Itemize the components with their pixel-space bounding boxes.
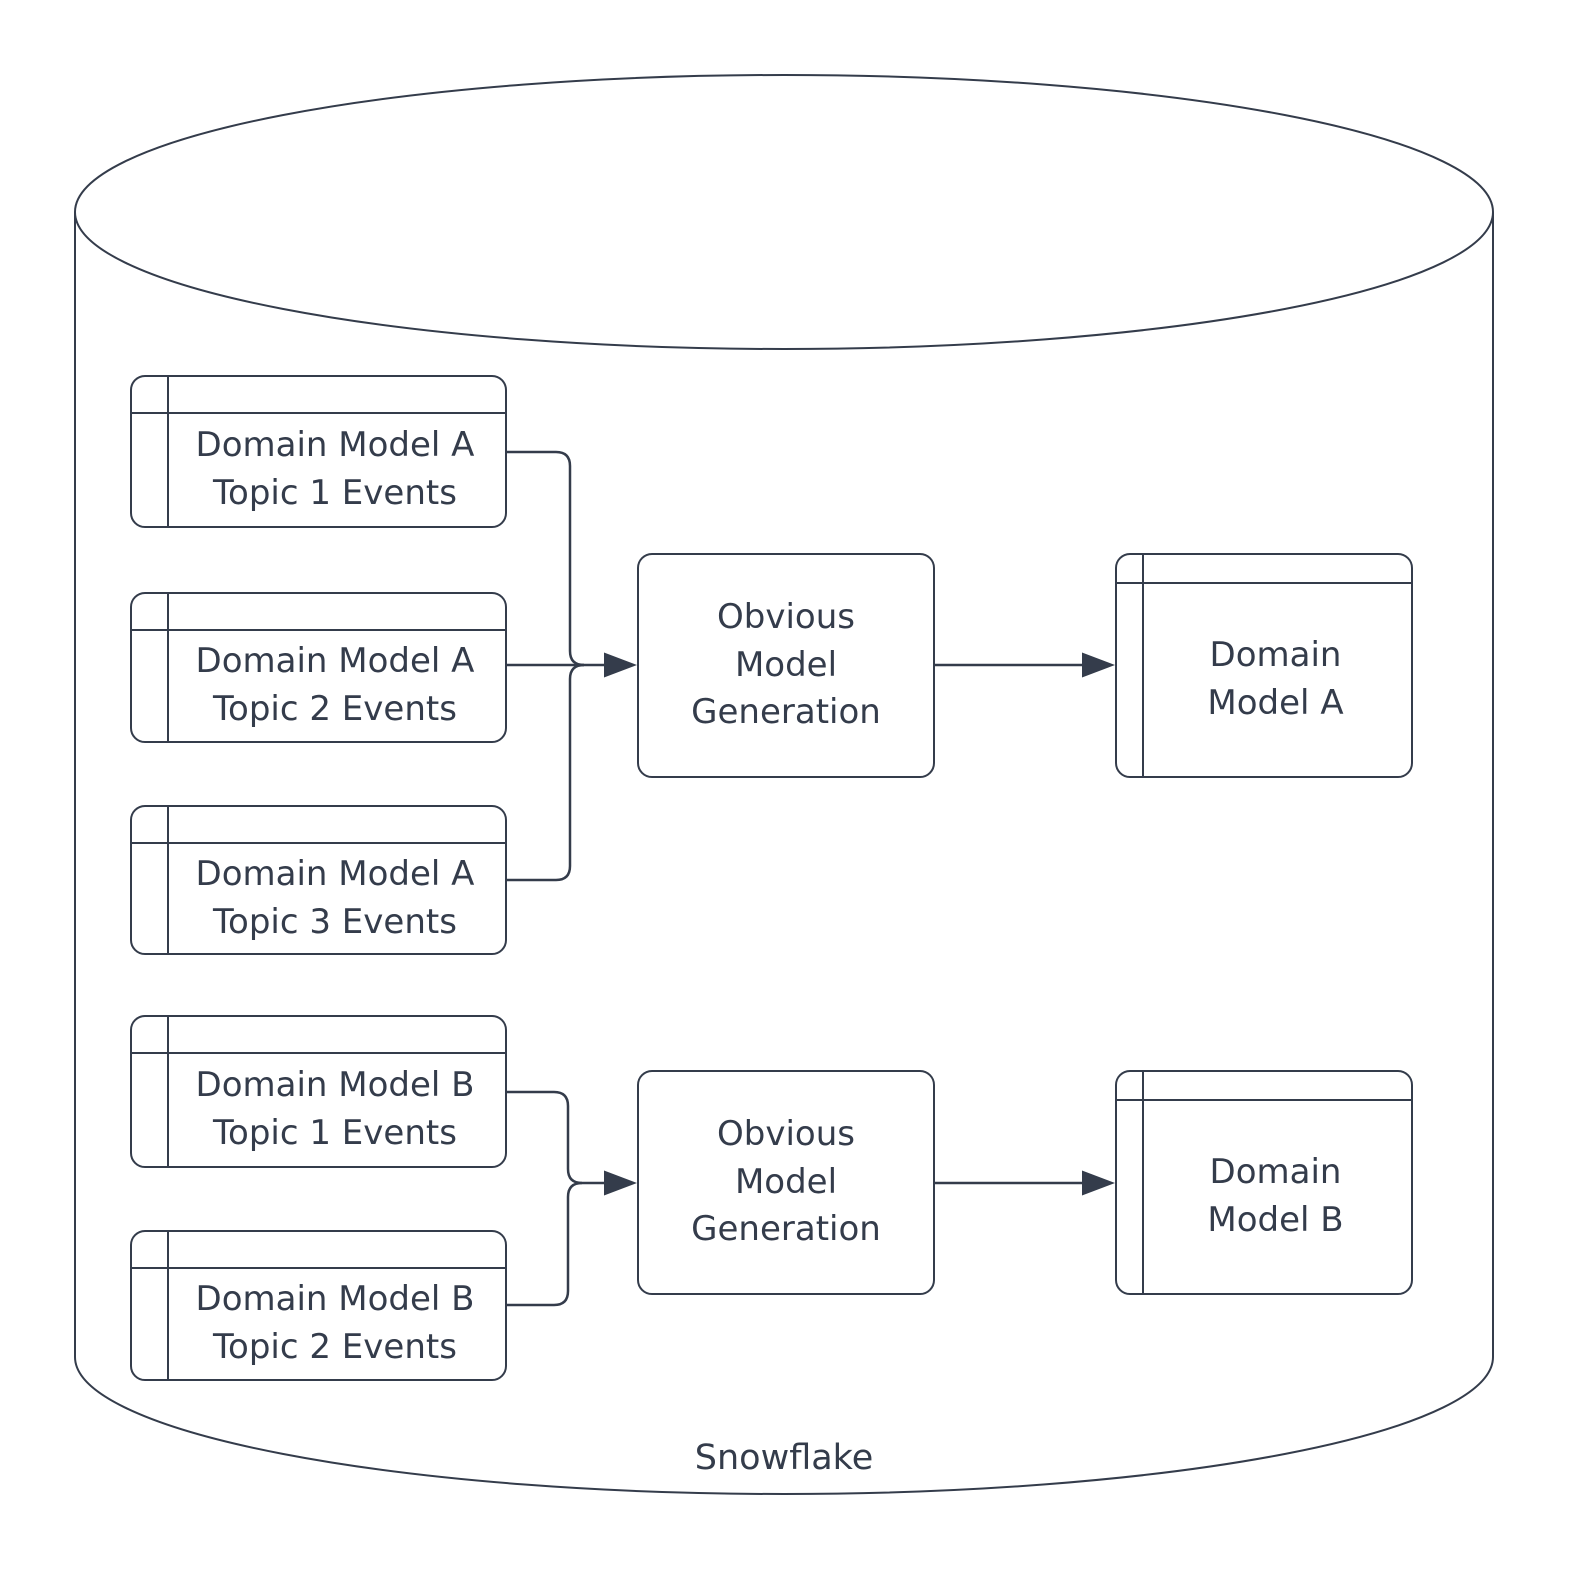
node-label: Domain Model B Topic 1 Events	[195, 1065, 475, 1153]
arrowhead-b-into-process	[604, 1170, 637, 1196]
table-column-divider	[167, 1232, 169, 1379]
node-domain-model-b-output: Domain Model B	[1115, 1070, 1413, 1295]
table-header-divider	[132, 842, 505, 844]
node-label: Obvious Model Generation	[691, 1114, 881, 1250]
table-header-divider	[1117, 582, 1411, 584]
node-label: Domain Model A Topic 2 Events	[195, 641, 475, 729]
node-obvious-model-generation-a: Obvious Model Generation	[637, 553, 935, 778]
node-domain-model-a-topic-2-events: Domain Model A Topic 2 Events	[130, 592, 507, 743]
connector-a-topic1-to-junction	[507, 450, 585, 667]
node-domain-model-a-output: Domain Model A	[1115, 553, 1413, 778]
node-label: Domain Model A Topic 3 Events	[195, 853, 475, 942]
arrowhead-a-into-process	[604, 652, 637, 678]
node-label: Domain Model A	[1207, 635, 1344, 723]
table-header-divider	[132, 1052, 505, 1054]
table-column-divider	[167, 377, 169, 526]
cylinder-label: Snowflake	[694, 1438, 874, 1478]
table-column-divider	[1142, 555, 1144, 776]
connector-b-topic2-to-junction	[507, 1181, 583, 1307]
node-label: Obvious Model Generation	[691, 597, 881, 733]
node-domain-model-b-topic-2-events: Domain Model B Topic 2 Events	[130, 1230, 507, 1381]
table-column-divider	[167, 807, 169, 953]
node-obvious-model-generation-b: Obvious Model Generation	[637, 1070, 935, 1295]
arrowhead-a-into-output	[1082, 652, 1115, 678]
node-domain-model-a-topic-1-events: Domain Model A Topic 1 Events	[130, 375, 507, 528]
node-domain-model-a-topic-3-events: Domain Model A Topic 3 Events	[130, 805, 507, 955]
node-label: Domain Model A Topic 1 Events	[195, 425, 475, 513]
connector-b-topic1-to-junction	[507, 1090, 605, 1185]
node-label: Domain Model B Topic 2 Events	[195, 1279, 475, 1367]
node-label: Domain Model B	[1207, 1152, 1344, 1240]
connector-a-topic3-to-junction	[507, 663, 585, 882]
table-header-divider	[132, 412, 505, 414]
table-header-divider	[132, 629, 505, 631]
node-domain-model-b-topic-1-events: Domain Model B Topic 1 Events	[130, 1015, 507, 1168]
cylinder-top-ellipse	[74, 74, 1494, 350]
table-header-divider	[132, 1267, 505, 1269]
cylinder-body	[74, 212, 1494, 1495]
table-column-divider	[167, 1017, 169, 1166]
arrowhead-b-into-output	[1082, 1170, 1115, 1196]
table-column-divider	[1142, 1072, 1144, 1293]
table-column-divider	[167, 594, 169, 741]
table-header-divider	[1117, 1099, 1411, 1101]
